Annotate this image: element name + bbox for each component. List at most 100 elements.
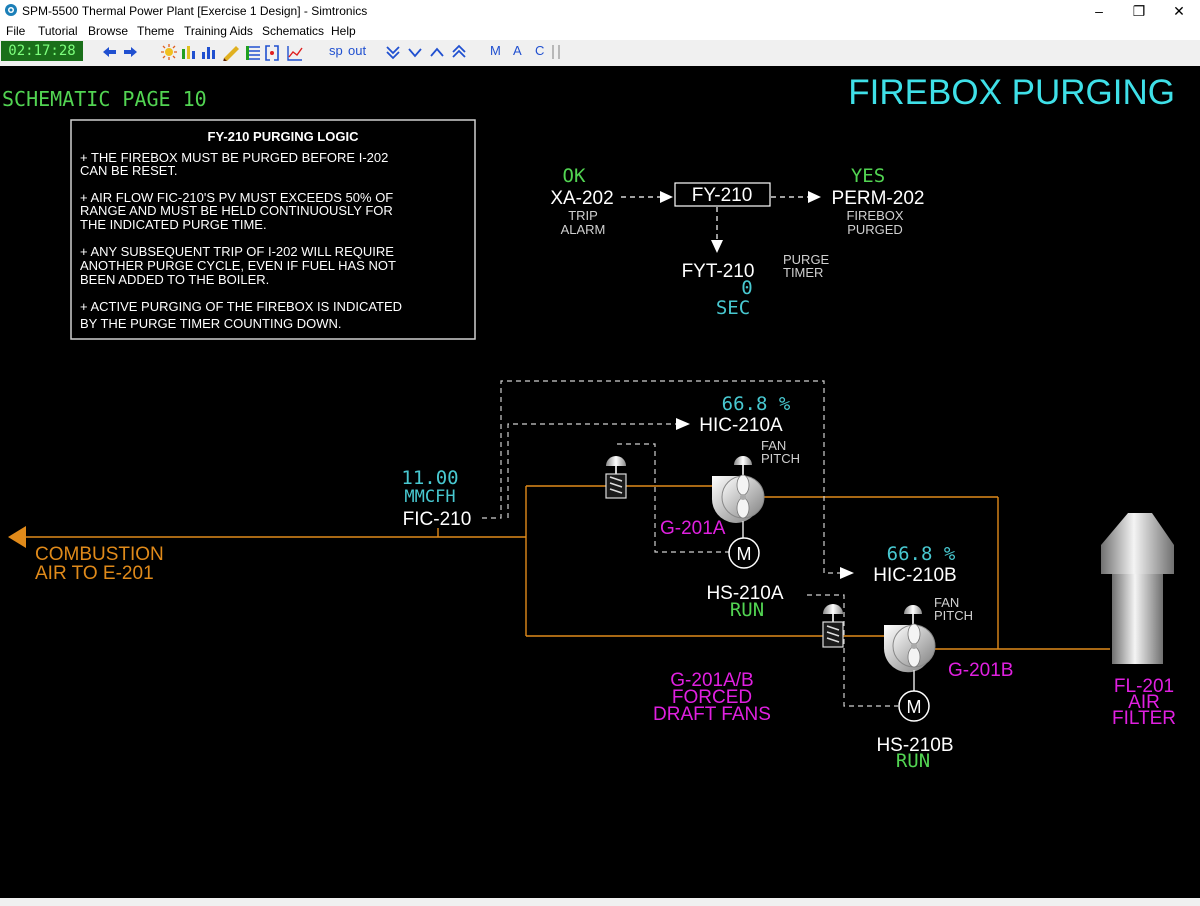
schematic-canvas: SCHEMATIC PAGE 10 FIREBOX PURGING FY-210… [2,73,1176,772]
logic-line: + ANY SUBSEQUENT TRIP OF I-202 WILL REQU… [80,244,394,259]
xa202-tag[interactable]: XA-202 [550,188,613,209]
menu-training-aids[interactable]: Training Aids [184,24,253,38]
trend-bars-icon[interactable] [202,47,215,59]
xa202-status: OK [563,165,586,187]
hs210b-status: RUN [896,750,930,772]
purging-logic-box [70,119,476,340]
filter-label: FL-201 [1114,676,1174,697]
cascade-mode-button[interactable]: C [535,43,545,58]
logic-line: CAN BE RESET. [80,163,178,178]
motor-a-icon[interactable]: M [728,537,760,569]
perm202-tag[interactable]: PERM-202 [832,188,925,209]
toolbar-separator [552,45,560,59]
sim-clock: 02:17:28 [1,41,83,61]
fan-pitch-a-icon[interactable] [734,456,752,475]
logic-line: BY THE PURGE TIMER COUNTING DOWN. [80,316,341,331]
xa202-desc: TRIP [568,208,598,223]
fic210-value: 11.00 [401,467,458,489]
menu-file[interactable]: File [6,24,26,38]
fyt210-value: 0 [741,277,752,299]
schematic-page-label: SCHEMATIC PAGE 10 [2,87,207,111]
filter-label: AIR [1128,692,1160,713]
training-tools [161,44,303,61]
sun-icon[interactable] [161,44,177,60]
menu-help[interactable]: Help [331,24,356,38]
auto-mode-button[interactable]: A [513,43,522,58]
fic210-unit: MMCFH [404,487,455,507]
hs210a-status: RUN [730,599,764,621]
chevron-down-icon[interactable] [408,48,422,58]
app-icon [5,4,17,16]
bar-chart-icon[interactable] [182,46,195,59]
fans-label: G-201A/B [670,670,753,691]
fan-pitch-b-icon[interactable] [904,605,922,624]
g201a-tag: G-201A [660,518,726,539]
filter-label: FILTER [1112,708,1176,729]
hic210a-tag[interactable]: HIC-210A [699,415,783,436]
hs210b-tag[interactable]: HS-210B [876,735,953,756]
menu-tutorial[interactable]: Tutorial [38,24,78,38]
fic210-tag[interactable]: FIC-210 [403,509,472,530]
hic210b-arrow-icon [840,567,854,579]
logic-line: THE INDICATED PURGE TIME. [80,217,267,232]
hic210b-desc: PITCH [934,608,973,623]
back-arrow-icon[interactable] [103,47,116,57]
air-filter-icon[interactable] [1101,513,1174,664]
fyt210-desc: TIMER [783,265,823,280]
fan-g201a-icon[interactable] [711,474,765,523]
close-button[interactable]: ✕ [1173,3,1185,19]
title-bar: SPM-5500 Thermal Power Plant [Exercise 1… [0,0,1200,22]
damper-b-icon[interactable] [822,604,844,648]
logic-line: + AIR FLOW FIC-210'S PV MUST EXCEEDS 50%… [80,190,393,205]
fyt210-unit: SEC [716,297,750,319]
logic-line: RANGE AND MUST BE HELD CONTINUOUSLY FOR [80,203,393,218]
fyt210-tag[interactable]: FYT-210 [682,261,755,282]
double-chevron-up-icon[interactable] [452,44,466,58]
combustion-air-label: AIR TO E-201 [35,563,154,584]
setpoint-button[interactable]: sp [329,43,343,58]
grid-list-icon[interactable] [246,46,260,60]
fan-g201b-icon[interactable] [883,623,936,673]
fyt210-desc: PURGE [783,252,830,267]
schematic-stage: SCHEMATIC PAGE 10 FIREBOX PURGING FY-210… [0,66,1200,900]
fans-label: FORCED [672,687,752,708]
hic210a-desc: PITCH [761,451,800,466]
hs210a-tag[interactable]: HS-210A [706,583,783,604]
window-title: SPM-5500 Thermal Power Plant [Exercise 1… [22,4,368,18]
manual-mode-button[interactable]: M [490,43,501,58]
logic-line: + THE FIREBOX MUST BE PURGED BEFORE I-20… [80,150,388,165]
perm202-desc: PURGED [847,222,903,237]
minimize-button[interactable]: – [1095,3,1103,19]
output-button[interactable]: out [348,43,367,58]
hic210b-value: 66.8 % [887,543,956,565]
double-chevron-down-icon[interactable] [386,46,400,60]
menu-browse[interactable]: Browse [88,24,129,38]
logic-box-heading: FY-210 PURGING LOGIC [208,129,360,144]
combustion-air-arrow-icon [8,526,26,548]
hic210a-arrow-icon [676,418,690,430]
fy210-tag: FY-210 [692,185,753,206]
hic210b-desc: FAN [934,595,959,610]
forward-arrow-icon[interactable] [124,47,137,57]
fy210-to-fyt210-line [711,207,723,253]
hic210b-tag[interactable]: HIC-210B [873,565,956,586]
menu-bar: File Tutorial Browse Theme Training Aids… [0,22,1200,40]
status-strip [0,898,1200,906]
menu-schematics[interactable]: Schematics [262,24,325,38]
combustion-air-label: COMBUSTION [35,544,164,565]
back-forward-arrows [103,47,137,57]
fans-label: DRAFT FANS [653,704,771,725]
control-signal-lines [482,380,898,707]
chevron-up-icon[interactable] [430,47,444,57]
maximize-button[interactable]: ❐ [1132,3,1146,19]
menu-theme[interactable]: Theme [137,24,175,38]
xa202-to-fy210-line [621,191,673,203]
motor-b-icon[interactable]: M [898,690,930,722]
step-controls [386,44,466,60]
damper-a-icon[interactable] [605,456,627,499]
line-graph-icon[interactable] [287,46,303,61]
motor-b-label: M [907,697,922,717]
bracket-icon[interactable] [265,45,279,61]
fy210-block[interactable] [674,182,771,207]
pencil-icon[interactable] [223,46,239,61]
